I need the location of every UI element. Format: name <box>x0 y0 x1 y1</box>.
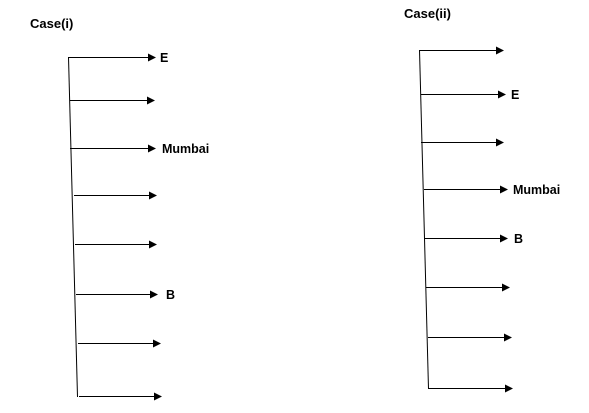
arrow-head-icon <box>150 290 158 299</box>
case-i-vertical-line <box>68 56 78 398</box>
arrow-head-icon <box>147 96 155 105</box>
arrow-head-icon <box>502 283 510 292</box>
arrow-head-icon <box>504 333 512 342</box>
arrow-head-icon <box>154 392 162 401</box>
arrow-head-icon <box>496 46 504 55</box>
arrow-label: Mumbai <box>513 183 560 197</box>
arrow-label: Mumbai <box>162 142 209 156</box>
arrow-head-icon <box>149 191 157 200</box>
arrow-label: E <box>511 88 519 102</box>
case-ii-vertical-line <box>419 49 429 390</box>
arrow-head-icon <box>148 144 156 153</box>
arrow-head-icon <box>498 90 506 99</box>
arrow-head-icon <box>500 185 508 194</box>
arrow-label: B <box>166 288 175 302</box>
arrow-head-icon <box>500 234 508 243</box>
arrow-label: E <box>160 51 168 65</box>
arrow-label: B <box>514 232 523 246</box>
arrow-head-icon <box>148 53 156 62</box>
arrow-head-icon <box>149 240 157 249</box>
arrow-head-icon <box>153 339 161 348</box>
arrow-head-icon <box>496 138 504 147</box>
case-i-title: Case(i) <box>30 16 73 31</box>
arrow-head-icon <box>505 384 513 393</box>
case-ii-title: Case(ii) <box>404 6 451 21</box>
